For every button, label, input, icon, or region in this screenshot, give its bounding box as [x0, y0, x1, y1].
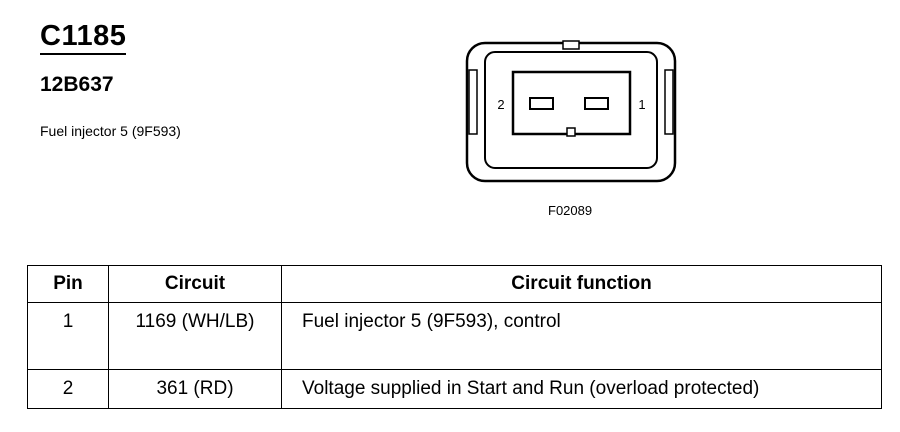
- cell-circuit: 361 (RD): [108, 369, 282, 409]
- figure-code: F02089: [548, 203, 593, 218]
- cell-pin: 2: [27, 369, 109, 409]
- connector-inner-housing: [484, 51, 658, 169]
- pinout-table: Pin Circuit Circuit function 1 1169 (WH/…: [27, 265, 882, 409]
- table-row: 2 361 (RD) Voltage supplied in Start and…: [27, 369, 882, 409]
- pin-label-2: 2: [497, 97, 504, 112]
- table-header-row: Pin Circuit Circuit function: [27, 265, 882, 303]
- side-tab-right: [664, 69, 674, 135]
- keyway-notch: [566, 127, 576, 137]
- cell-circuit: 1169 (WH/LB): [108, 302, 282, 370]
- circuit-function-text: Voltage supplied in Start and Run (overl…: [302, 378, 760, 399]
- pin-label-1: 1: [638, 97, 645, 112]
- terminal-pin-1: [584, 97, 609, 110]
- header-circuit-function: Circuit function: [281, 265, 882, 303]
- cell-pin: 1: [27, 302, 109, 370]
- latch-tab: [562, 40, 580, 50]
- part-number: 12B637: [40, 73, 114, 96]
- connector-outer-housing: [465, 41, 677, 183]
- header-pin: Pin: [27, 265, 109, 303]
- header-circuit: Circuit: [108, 265, 282, 303]
- cell-circuit-function: Voltage supplied in Start and Run (overl…: [281, 369, 882, 409]
- circuit-function-text: Fuel injector 5 (9F593), control: [302, 311, 561, 332]
- connector-description: Fuel injector 5 (9F593): [40, 123, 181, 139]
- terminal-pin-2: [529, 97, 554, 110]
- connector-face-diagram: 2 1: [465, 40, 677, 183]
- connector-id: C1185: [40, 20, 127, 55]
- table-row: 1 1169 (WH/LB) Fuel injector 5 (9F593), …: [27, 302, 882, 370]
- cell-circuit-function: Fuel injector 5 (9F593), control: [281, 302, 882, 370]
- side-tab-left: [468, 69, 478, 135]
